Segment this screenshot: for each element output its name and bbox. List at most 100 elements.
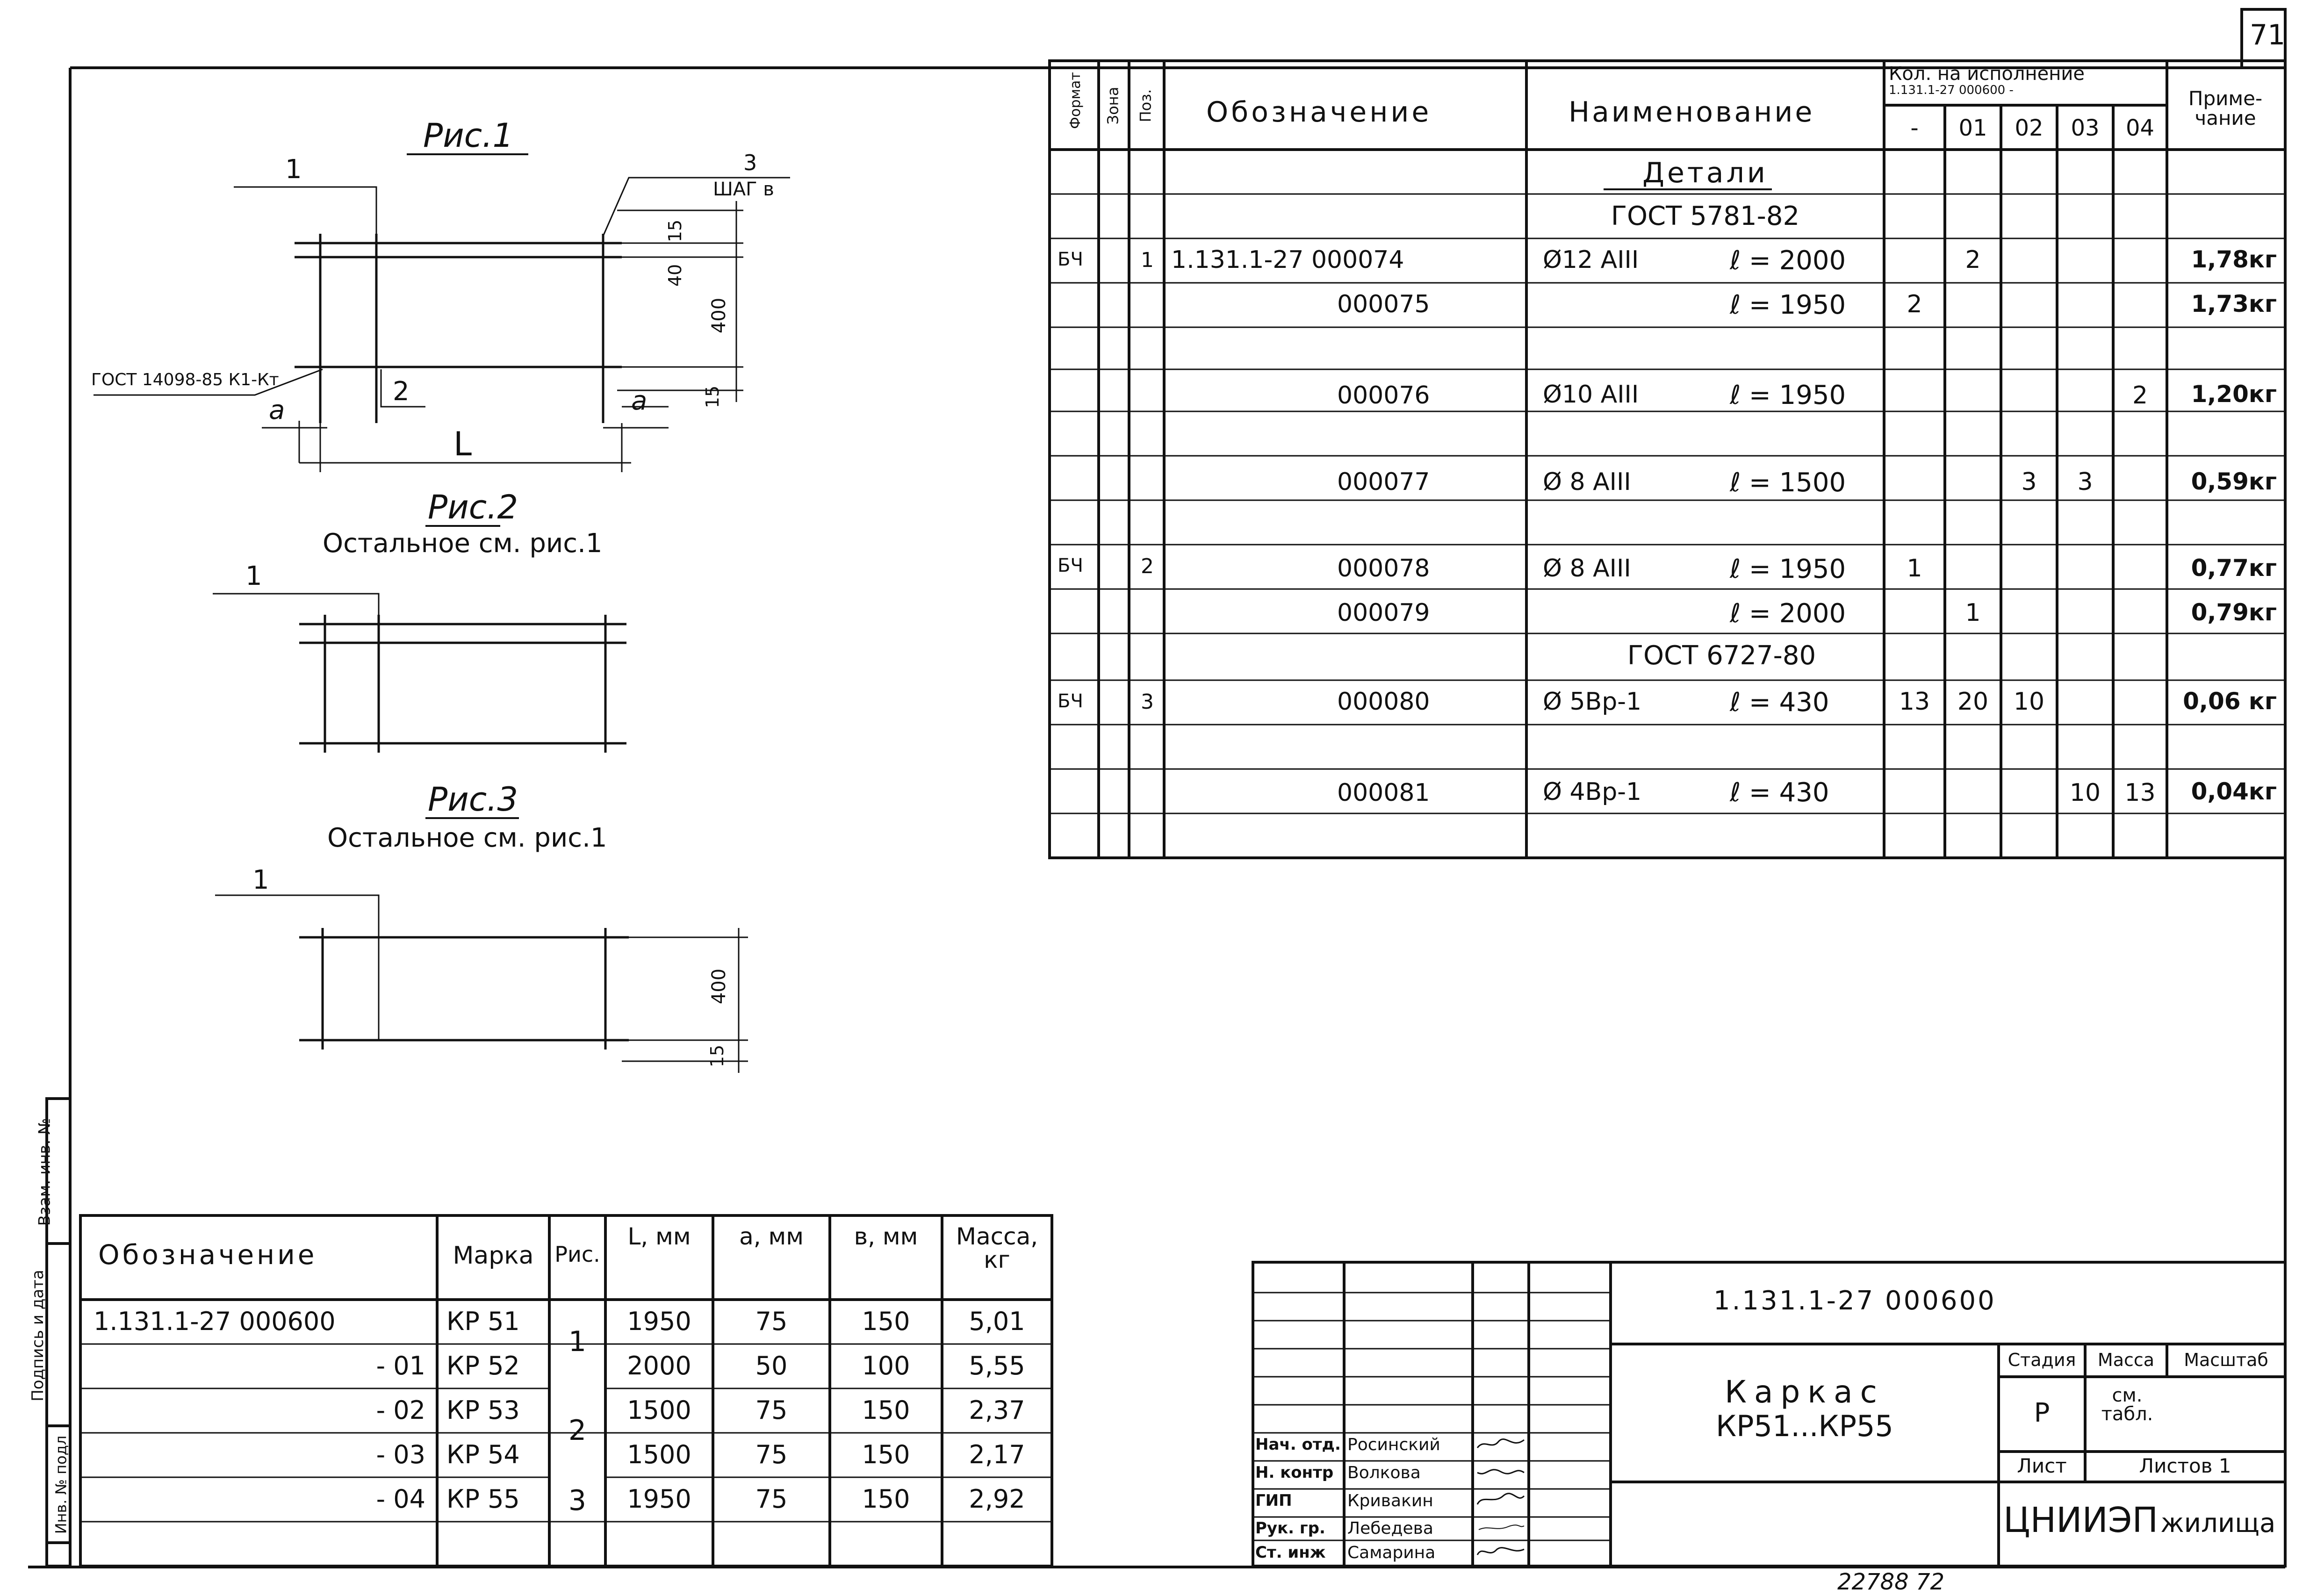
row-note: 1,20кг [2191, 381, 2277, 408]
fig3-note: Остальное см. рис.1 [327, 823, 607, 853]
row-note: 0,79кг [2191, 599, 2277, 626]
organization-suffix: жилища [2160, 1508, 2276, 1538]
marks-L: 1950 [627, 1484, 691, 1514]
person-name: Самарина [1347, 1543, 1436, 1562]
row-name: Ø12 AIII [1543, 246, 1639, 274]
marks-mark: КР 54 [446, 1440, 520, 1469]
marks-mass: 2,37 [969, 1395, 1025, 1425]
organization-name: ЦНИИЭП [2003, 1500, 2159, 1540]
row-pos: 3 [1141, 690, 1154, 714]
marks-a: 50 [755, 1351, 788, 1380]
marks-b: 100 [862, 1351, 910, 1380]
person-role: Рук. гр. [1255, 1519, 1325, 1538]
marks-header-fig: Рис. [554, 1242, 600, 1267]
marks-L: 1950 [627, 1307, 691, 1336]
section-title: Детали [1642, 157, 1768, 189]
marks-mass: 2,17 [969, 1440, 1025, 1469]
row-qty: 2 [1965, 246, 1981, 274]
row-name: Ø10 AIII [1543, 381, 1639, 409]
row-format: БЧ [1058, 555, 1083, 576]
row-length: ℓ = 1950 [1730, 380, 1846, 410]
marks-mark: КР 53 [446, 1395, 520, 1425]
fig1-dim-L: L [453, 425, 472, 463]
document-title: Каркас [1725, 1374, 1885, 1410]
fig3-label-1: 1 [252, 865, 269, 895]
row-format: БЧ [1058, 690, 1083, 712]
fig1-title: Рис.1 [423, 116, 513, 155]
marks-a: 75 [755, 1395, 788, 1425]
row-length: ℓ = 1500 [1730, 467, 1846, 498]
row-designation: 000081 [1337, 779, 1430, 807]
row-note: 1,78кг [2191, 246, 2277, 273]
fig2-title: Рис.2 [428, 488, 518, 526]
person-role: Ст. инж [1255, 1543, 1326, 1562]
gost-5781: ГОСТ 5781-82 [1611, 201, 1800, 231]
variant-03: 03 [2071, 115, 2100, 141]
row-note: 0,59кг [2191, 468, 2277, 495]
marks-b: 150 [862, 1395, 910, 1425]
header-designation: Обозначение [1206, 96, 1432, 129]
person-name: Росинский [1347, 1435, 1440, 1454]
marks-b: 150 [862, 1484, 910, 1514]
signature-icon [1477, 1469, 1525, 1474]
person-role: Н. контр [1255, 1463, 1334, 1482]
row-qty: 10 [2013, 688, 2045, 716]
gost-6727: ГОСТ 6727-80 [1627, 640, 1816, 671]
marks-a: 75 [755, 1307, 788, 1336]
row-pos: 1 [1141, 248, 1154, 272]
fig1-label-1: 1 [285, 154, 302, 185]
marks-header-b: в, мм [854, 1223, 918, 1250]
signature-icon [1476, 1438, 1525, 1448]
person-name: Волкова [1347, 1463, 1421, 1482]
row-length: ℓ = 2000 [1730, 598, 1846, 629]
row-qty: 2 [2132, 381, 2148, 410]
header-note: Приме-чание [2188, 87, 2263, 129]
marks-a: 75 [755, 1440, 788, 1469]
fig1-step: ШАГ в [713, 179, 774, 200]
row-name: Ø 5Bp-1 [1543, 688, 1642, 716]
marks-designation: - 01 [376, 1351, 425, 1380]
marks-b: 150 [862, 1440, 910, 1469]
stage-value: Р [2034, 1398, 2050, 1428]
row-designation: 000077 [1337, 468, 1430, 496]
signature-icon [1476, 1493, 1525, 1505]
fig1-dim-40: 40 [665, 264, 686, 287]
stamp-podpis: Подпись и дата [28, 1270, 47, 1402]
row-designation: 000075 [1337, 290, 1430, 318]
marks-mass: 5,01 [969, 1307, 1025, 1336]
row-name: Ø 4Bp-1 [1543, 778, 1642, 806]
row-note: 0,04кг [2191, 778, 2277, 805]
marks-designation: - 02 [376, 1395, 425, 1425]
row-qty: 3 [2077, 468, 2093, 496]
marks-L: 2000 [627, 1351, 691, 1380]
marks-a: 75 [755, 1484, 788, 1514]
marks-mass: 2,92 [969, 1484, 1025, 1514]
row-note: 0,77кг [2191, 554, 2277, 582]
fig3-title: Рис.3 [428, 780, 518, 819]
stamp-vzam: Взам. инв. № [35, 1118, 54, 1226]
organization: ЦНИИЭП жилища [2003, 1503, 2275, 1538]
fig2-note: Остальное см. рис.1 [323, 528, 603, 559]
marks-mark: КР 55 [446, 1484, 520, 1514]
row-qty: 20 [1957, 688, 1989, 716]
signature-icon [1478, 1524, 1525, 1530]
person-name: Кривакин [1347, 1491, 1433, 1510]
row-name: Ø 8 AIII [1543, 468, 1631, 496]
mass-value: см. табл. [2101, 1385, 2153, 1425]
fig1-label-3: 3 [743, 150, 757, 175]
fig1-dim-400: 400 [708, 297, 730, 334]
marks-header-mark: Марка [453, 1242, 534, 1270]
marks-b: 150 [862, 1307, 910, 1336]
marks-mark: КР 52 [446, 1351, 520, 1380]
variant-base: - [1910, 115, 1919, 141]
row-qty: 1 [1965, 599, 1981, 627]
row-designation: 000079 [1337, 599, 1430, 627]
fig2-label-1: 1 [245, 561, 262, 591]
header-qty-sub: 1.131.1-27 000600 - [1889, 83, 2014, 97]
variant-04: 04 [2125, 115, 2155, 141]
marks-mass: 5,55 [969, 1351, 1025, 1380]
marks-designation: - 03 [376, 1440, 425, 1469]
row-length: ℓ = 430 [1730, 777, 1829, 808]
row-note: 1,73кг [2191, 290, 2277, 317]
marks-designation: 1.131.1-27 000600 [94, 1307, 336, 1336]
